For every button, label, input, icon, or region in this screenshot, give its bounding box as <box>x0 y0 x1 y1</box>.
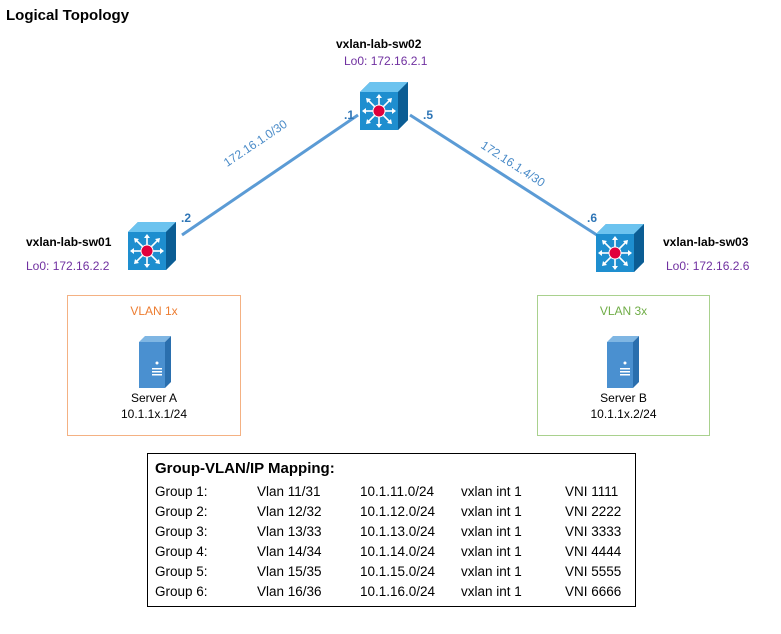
mapping-vlan: Vlan 14/34 <box>257 544 322 559</box>
switch-icon-sw02[interactable] <box>359 81 409 131</box>
link-sw01-sw02 <box>181 113 359 237</box>
mapping-vni: VNI 4444 <box>565 544 622 559</box>
port-label: .2 <box>181 211 192 225</box>
server-ip: 10.1.1x.2/24 <box>590 407 657 421</box>
vlan-title: VLAN 3x <box>599 304 648 318</box>
switch-name-sw01: vxlan-lab-sw01 <box>26 235 112 249</box>
mapping-group: Group 2: <box>155 504 208 519</box>
switch-icon-sw01[interactable] <box>127 221 177 271</box>
switch-name-sw03: vxlan-lab-sw03 <box>663 235 749 249</box>
mapping-vlan: Vlan 16/36 <box>257 584 322 599</box>
mapping-vlan: Vlan 11/31 <box>257 484 321 499</box>
mapping-interface: vxlan int 1 <box>461 484 522 499</box>
mapping-subnet: 10.1.13.0/24 <box>360 524 436 539</box>
mapping-subnet: 10.1.14.0/24 <box>360 544 436 559</box>
mapping-vni: VNI 3333 <box>565 524 622 539</box>
server-name: Server A <box>130 391 178 405</box>
switch-icon-sw03[interactable] <box>595 223 645 273</box>
mapping-subnet: 10.1.16.0/24 <box>360 584 436 599</box>
vlan-box-b: VLAN 3x Server B 10.1.1x.2/24 <box>537 295 710 436</box>
mapping-group: Group 5: <box>155 564 208 579</box>
port-label: .1 <box>344 108 355 122</box>
switch-loopback-sw03: Lo0: 172.16.2.6 <box>666 259 750 273</box>
mapping-group: Group 6: <box>155 584 208 599</box>
mapping-subnet: 10.1.12.0/24 <box>360 504 436 519</box>
switch-loopback-sw01: Lo0: 172.16.2.2 <box>26 259 110 273</box>
vlan-box-a: VLAN 1x Server A 10.1.1x.1/24 <box>67 295 241 436</box>
mapping-interface: vxlan int 1 <box>461 524 522 539</box>
mapping-vni: VNI 5555 <box>565 564 622 579</box>
mapping-group: Group 3: <box>155 524 208 539</box>
mapping-group: Group 1: <box>155 484 208 499</box>
switch-name-sw02: vxlan-lab-sw02 <box>336 37 422 51</box>
mapping-vni: VNI 2222 <box>565 504 622 519</box>
mapping-interface: vxlan int 1 <box>461 564 522 579</box>
switch-loopback-sw02: Lo0: 172.16.2.1 <box>344 54 428 68</box>
mapping-subnet: 10.1.15.0/24 <box>360 564 436 579</box>
vlan-title: VLAN 1x <box>130 304 178 318</box>
mapping-interface: vxlan int 1 <box>461 504 522 519</box>
server-name: Server B <box>600 391 647 405</box>
mapping-vlan: Vlan 13/33 <box>257 524 322 539</box>
mapping-interface: vxlan int 1 <box>461 584 522 599</box>
port-label: .6 <box>587 211 598 225</box>
mapping-vni: VNI 1111 <box>565 484 619 499</box>
mapping-subnet: 10.1.11.0/24 <box>360 484 435 499</box>
mapping-vlan: Vlan 15/35 <box>257 564 322 579</box>
mapping-group: Group 4: <box>155 544 208 559</box>
mapping-table: Group-VLAN/IP Mapping: Group 1: Vlan 11/… <box>147 453 636 607</box>
server-icon[interactable] <box>139 336 173 390</box>
port-label: .5 <box>423 108 434 122</box>
link-sw02-sw03 <box>409 113 601 239</box>
mapping-vlan: Vlan 12/32 <box>257 504 322 519</box>
page-title: Logical Topology <box>6 7 130 24</box>
server-ip: 10.1.1x.1/24 <box>120 407 188 421</box>
server-icon[interactable] <box>607 336 641 390</box>
mapping-title: Group-VLAN/IP Mapping: <box>155 460 335 477</box>
mapping-vni: VNI 6666 <box>565 584 622 599</box>
mapping-interface: vxlan int 1 <box>461 544 522 559</box>
